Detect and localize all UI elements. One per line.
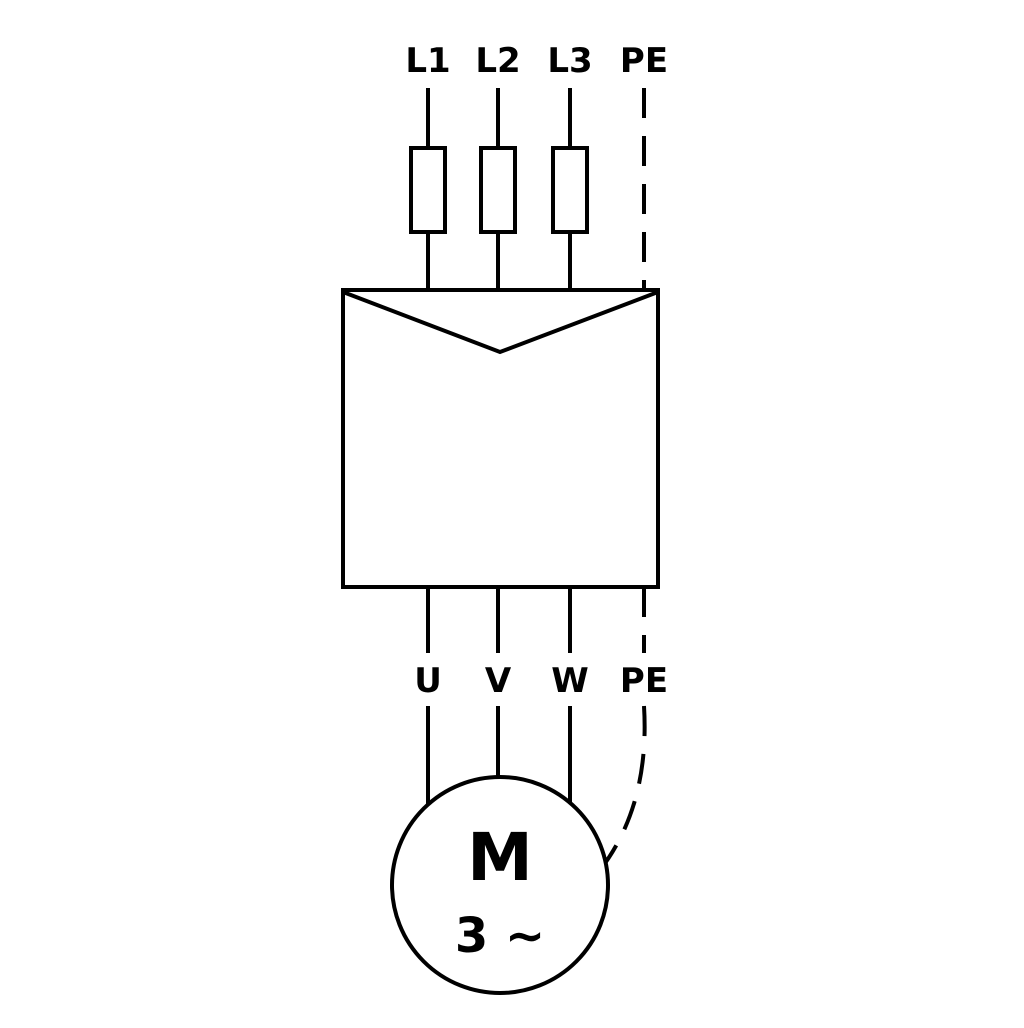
terminal-label-l2: L2 (475, 41, 520, 81)
drive-box (341, 288, 660, 589)
terminal-label-w: W (551, 661, 589, 701)
drive-box-flap (342, 290, 659, 355)
motor-circle (390, 775, 610, 995)
terminal-label-pe-bottom: PE (620, 661, 668, 701)
terminal-label-l1: L1 (405, 41, 450, 81)
terminal-label-u: U (414, 661, 442, 701)
pe-curve-to-motor (598, 705, 647, 872)
fuse-l1 (409, 146, 447, 234)
fuse-l2 (479, 146, 517, 234)
terminal-label-v: V (485, 661, 512, 701)
terminal-label-pe-top: PE (620, 41, 668, 81)
terminal-label-l3: L3 (547, 41, 592, 81)
motor-letter-label: M (467, 819, 533, 896)
motor-phase-label: 3 ∼ (455, 908, 545, 964)
fuse-l3 (551, 146, 589, 234)
